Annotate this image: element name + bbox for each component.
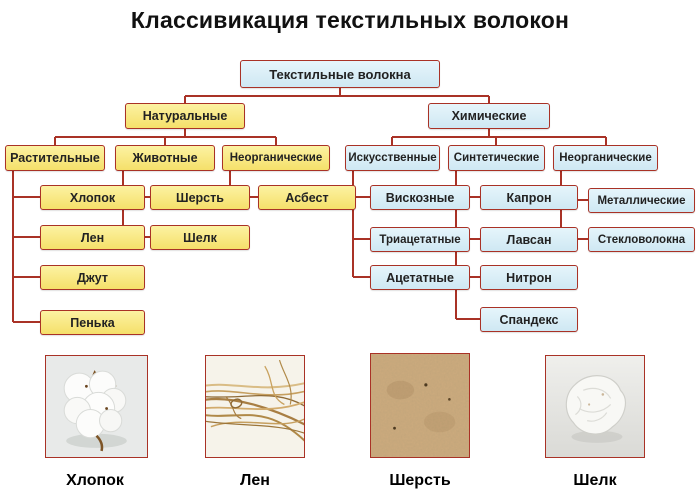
leaf-lavsan: Лавсан — [480, 227, 578, 252]
leaf-metallic: Металлические — [588, 188, 695, 213]
flax-image — [206, 356, 304, 457]
wool-image — [371, 354, 469, 457]
node-artificial: Искусственные — [345, 145, 440, 171]
photo-label-cotton: Хлопок — [66, 472, 124, 489]
leaf-nitron: Нитрон — [480, 265, 578, 290]
leaf-silk: Шелк — [150, 225, 250, 250]
photo-flax — [205, 355, 305, 458]
leaf-wool: Шерсть — [150, 185, 250, 210]
node-animal: Животные — [115, 145, 215, 171]
leaf-hemp: Пенька — [40, 310, 145, 335]
leaf-acetate: Ацетатные — [370, 265, 470, 290]
photo-label-flax: Лен — [240, 472, 270, 489]
leaf-viscose: Вискозные — [370, 185, 470, 210]
node-synthetic: Синтетические — [448, 145, 545, 171]
node-inorganic-natural: Неорганические — [222, 145, 330, 171]
photo-label-wool: Шерсть — [389, 472, 451, 489]
photo-wool — [370, 353, 470, 458]
photo-label-silk: Шелк — [573, 472, 617, 489]
silk-image — [546, 356, 644, 457]
leaf-triacetate: Триацетатные — [370, 227, 470, 252]
node-natural: Натуральные — [125, 103, 245, 129]
node-inorganic-chemical: Неорганические — [553, 145, 658, 171]
leaf-spandex: Спандекс — [480, 307, 578, 332]
node-plant: Растительные — [5, 145, 105, 171]
leaf-jute: Джут — [40, 265, 145, 290]
leaf-glassfiber: Стекловолокна — [588, 227, 695, 252]
node-textile-fibers: Текстильные волокна — [240, 60, 440, 88]
node-chemical: Химические — [428, 103, 550, 129]
leaf-cotton: Хлопок — [40, 185, 145, 210]
leaf-kapron: Капрон — [480, 185, 578, 210]
photo-silk — [545, 355, 645, 458]
leaf-flax: Лен — [40, 225, 145, 250]
leaf-asbestos: Асбест — [258, 185, 356, 210]
cotton-image — [46, 356, 147, 457]
page-title: Классивикация текстильных волокон — [130, 7, 570, 33]
photo-cotton — [45, 355, 148, 458]
